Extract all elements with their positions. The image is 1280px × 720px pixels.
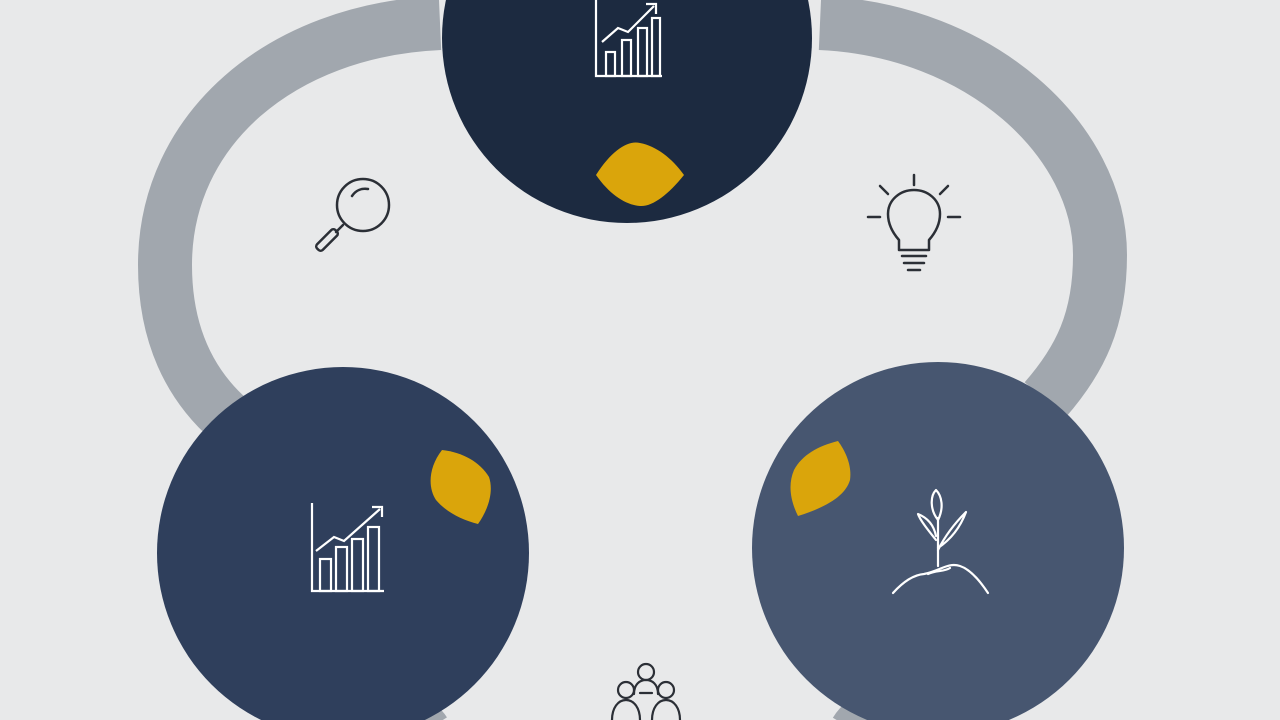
node-bottom-right bbox=[752, 362, 1124, 720]
growth-chart-icon bbox=[594, 0, 662, 78]
leaf-marker bbox=[790, 441, 851, 516]
leaf-marker bbox=[596, 142, 684, 207]
lightbulb-icon bbox=[866, 173, 962, 272]
node-bottom-left-circle bbox=[157, 367, 529, 720]
plant-sprout-icon bbox=[891, 488, 990, 595]
magnifier-icon bbox=[314, 177, 391, 253]
leaf-marker bbox=[430, 450, 491, 524]
node-bottom-left bbox=[157, 367, 529, 720]
node-top bbox=[442, 0, 812, 223]
team-icon bbox=[610, 662, 682, 720]
growth-chart-icon bbox=[310, 503, 384, 593]
node-top-circle bbox=[442, 0, 812, 223]
connector-ring bbox=[137, 0, 1128, 441]
